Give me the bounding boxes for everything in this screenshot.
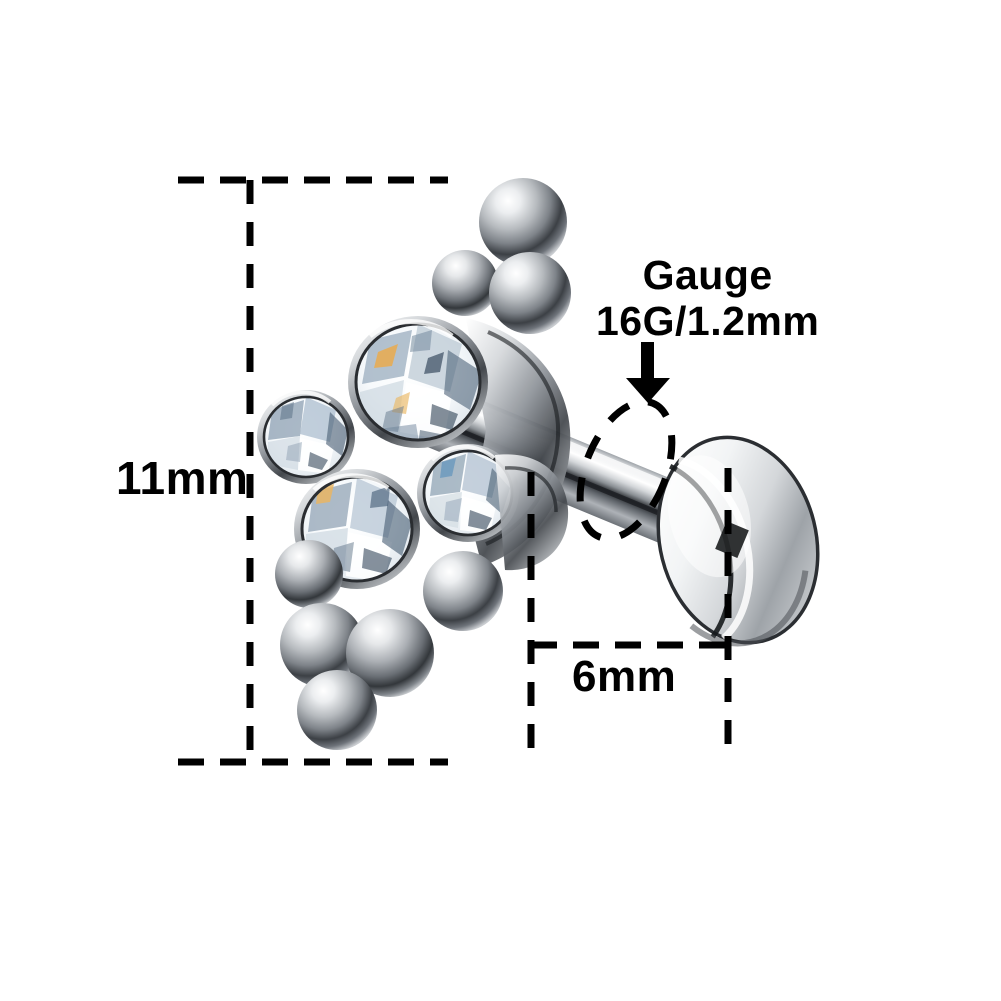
height-dimension-label: 11mm bbox=[116, 452, 249, 504]
metal-bead bbox=[489, 252, 571, 334]
gemstone bbox=[417, 444, 519, 542]
metal-bead bbox=[297, 670, 377, 750]
bead-cluster-bottom bbox=[275, 540, 503, 750]
metal-bead bbox=[280, 603, 364, 687]
metal-bead bbox=[432, 250, 498, 316]
metal-bead bbox=[275, 540, 343, 608]
flat-back-disc bbox=[656, 435, 820, 647]
metal-bead bbox=[346, 609, 434, 697]
gauge-annotation: Gauge 16G/1.2mm bbox=[596, 252, 819, 344]
bead-cluster-top bbox=[432, 178, 571, 334]
head-shoulder bbox=[495, 454, 569, 571]
gauge-ellipse bbox=[576, 398, 676, 542]
gemstone bbox=[257, 390, 355, 484]
bar-length-dimension-label: 6mm bbox=[572, 652, 677, 701]
down-arrow-icon bbox=[626, 342, 670, 403]
gauge-title: Gauge bbox=[642, 252, 773, 298]
gauge-value: 16G/1.2mm bbox=[596, 298, 820, 344]
gemstone bbox=[348, 316, 488, 448]
metal-bead bbox=[479, 178, 567, 266]
metal-bead bbox=[423, 551, 503, 631]
